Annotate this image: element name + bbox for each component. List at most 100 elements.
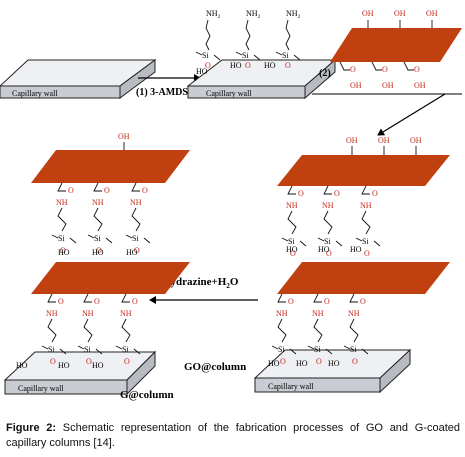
capillary-wall-go: Capillary wall [253, 348, 412, 394]
oxygen-label: O [414, 65, 420, 74]
hydroxyl-label: HO [264, 61, 276, 70]
hydroxyl-label: OH [362, 9, 374, 18]
step2-marker: (2) [312, 68, 462, 95]
si-label: Si [58, 234, 65, 243]
hydroxyl-label: HO [126, 248, 138, 257]
oxygen-label: O [68, 186, 74, 195]
si-label: Si [48, 345, 55, 354]
oxygen-label: O [280, 357, 286, 366]
methyl-bond [105, 237, 113, 244]
nh2-label: NH2 [206, 9, 221, 20]
oxygen-label: O [324, 297, 330, 306]
capillary-wall-amine: Capillary wall [186, 58, 337, 100]
methyl-bond [115, 345, 123, 350]
hydroxyl-label: OH [382, 81, 394, 90]
oxygen-label: O [205, 61, 211, 70]
hydroxyl-label: OH [426, 9, 438, 18]
caption-text: Schematic representation of the fabricat… [6, 422, 460, 449]
methyl-bond [253, 54, 261, 61]
methyl-bond [69, 237, 77, 244]
nh-label: NH [322, 201, 334, 210]
methyl-bond [77, 345, 85, 350]
hydroxyl-label: HO [16, 361, 28, 370]
step1-label: (1) 3-AMDS [136, 87, 188, 98]
oxygen-label: O [360, 297, 366, 306]
step2-label: (2) [319, 68, 331, 79]
carbonyl-bond [93, 182, 102, 192]
oxygen-label: O [316, 357, 322, 366]
oxygen-label: O [245, 61, 251, 70]
si-label: Si [132, 234, 139, 243]
alkyl-chain [93, 207, 103, 232]
si-label: Si [362, 237, 369, 246]
alkyl-chain [361, 210, 371, 235]
oxygen-label: O [132, 297, 138, 306]
nh-label: NH [360, 201, 372, 210]
oxygen-label: O [124, 357, 130, 366]
carbonyl-bond [47, 293, 56, 303]
si-label: Si [314, 345, 321, 354]
methyl-bond [275, 51, 283, 56]
methyl-bond [343, 345, 351, 350]
hydroxyl-label: HO [350, 245, 362, 254]
hydroxyl-label: HO [328, 359, 340, 368]
alkyl-chain [47, 318, 57, 343]
alkyl-chain [349, 318, 359, 343]
oxygen-label: O [350, 65, 356, 74]
si-label: Si [202, 51, 209, 60]
hydroxyl-label: OH [118, 132, 130, 141]
caption-bold: Figure 2: [6, 422, 57, 434]
oxygen-label: O [94, 297, 100, 306]
oxygen-label: O [134, 246, 140, 255]
diagonal-arrow [377, 93, 446, 136]
graphene-sheet-lower-left [31, 262, 190, 294]
si-label: Si [278, 345, 285, 354]
oxygen-label: O [58, 297, 64, 306]
hydroxyl-label: HO [230, 61, 242, 70]
go-sheet-upper-right [277, 155, 450, 186]
oxygen-label: O [326, 249, 332, 258]
si-label: Si [350, 345, 357, 354]
nh2-label: NH2 [246, 9, 261, 20]
alkyl-chain [245, 19, 251, 51]
figure-caption: Figure 2: Schematic representation of th… [6, 421, 460, 451]
alkyl-chain [57, 207, 67, 232]
go-sheet-lower-right [277, 262, 450, 294]
nh-label: NH [286, 201, 298, 210]
nh-label: NH [92, 198, 104, 207]
si-label: Si [288, 237, 295, 246]
alkyl-chain [205, 19, 211, 51]
hydroxyl-label: HO [318, 245, 330, 254]
hydroxyl-label: HO [196, 67, 208, 76]
hydroxyl-label: HO [58, 361, 70, 370]
nh-label: NH [46, 309, 58, 318]
g-column-linkers: OHONHSiOONHSiOONHSiOONHSiOONHSiOONHSiOHO… [16, 132, 151, 370]
capillary-wall-g: Capillary wall [3, 350, 157, 396]
si-label: Si [94, 234, 101, 243]
hydroxyl-label: OH [394, 9, 406, 18]
oxygen-label: O [104, 186, 110, 195]
oxygen-label: O [96, 246, 102, 255]
methyl-bond [195, 51, 203, 56]
nh-label: NH [312, 309, 324, 318]
methyl-bond [59, 348, 67, 355]
oxygen-label: O [372, 189, 378, 198]
methyl-bond [271, 345, 279, 350]
capillary-wall-label: Capillary wall [206, 89, 252, 98]
alkyl-chain [285, 19, 291, 51]
graphene-sheet-upper-left [31, 150, 190, 183]
nh-label: NH [82, 309, 94, 318]
alkyl-chain [287, 210, 297, 235]
methyl-bond [361, 348, 369, 355]
carbonyl-bond [57, 182, 66, 192]
go-column-label: GO@column [184, 361, 246, 373]
oxygen-label: O [290, 249, 296, 258]
methyl-bond [41, 345, 49, 350]
methyl-bond [317, 237, 325, 242]
nh-label: NH [56, 198, 68, 207]
carboxyl-bond [403, 61, 414, 71]
carbonyl-bond [131, 182, 140, 192]
methyl-bond [125, 234, 133, 239]
carbonyl-bond [349, 293, 358, 303]
